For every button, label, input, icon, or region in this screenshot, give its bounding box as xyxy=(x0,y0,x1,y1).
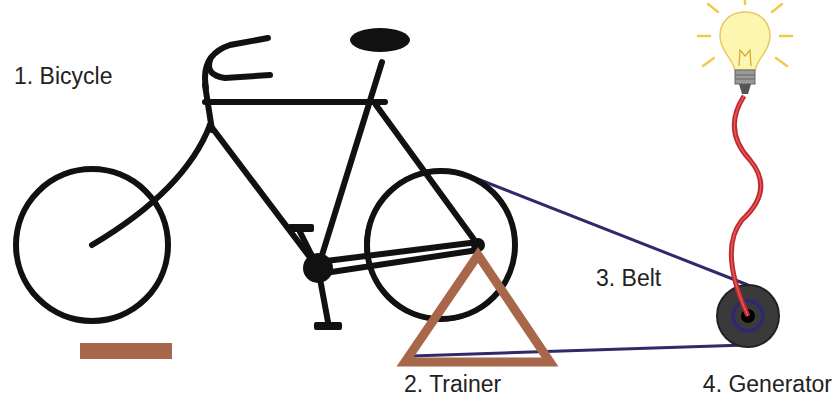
part-label: 2. Trainer xyxy=(404,372,501,397)
part-label: 4. Generator xyxy=(703,372,832,397)
chainring xyxy=(303,253,333,283)
wire xyxy=(731,96,760,316)
saddle xyxy=(350,28,410,52)
pedal xyxy=(314,322,342,330)
part-label: 1. Bicycle xyxy=(14,64,112,89)
trainer-stand xyxy=(405,255,550,362)
pedal xyxy=(288,224,314,232)
bicycle-frame xyxy=(92,38,478,322)
light-bulb xyxy=(698,0,792,94)
part-label: 3. Belt xyxy=(596,266,661,291)
wire-highlight xyxy=(731,96,760,316)
front-wheel-stand xyxy=(80,343,172,359)
